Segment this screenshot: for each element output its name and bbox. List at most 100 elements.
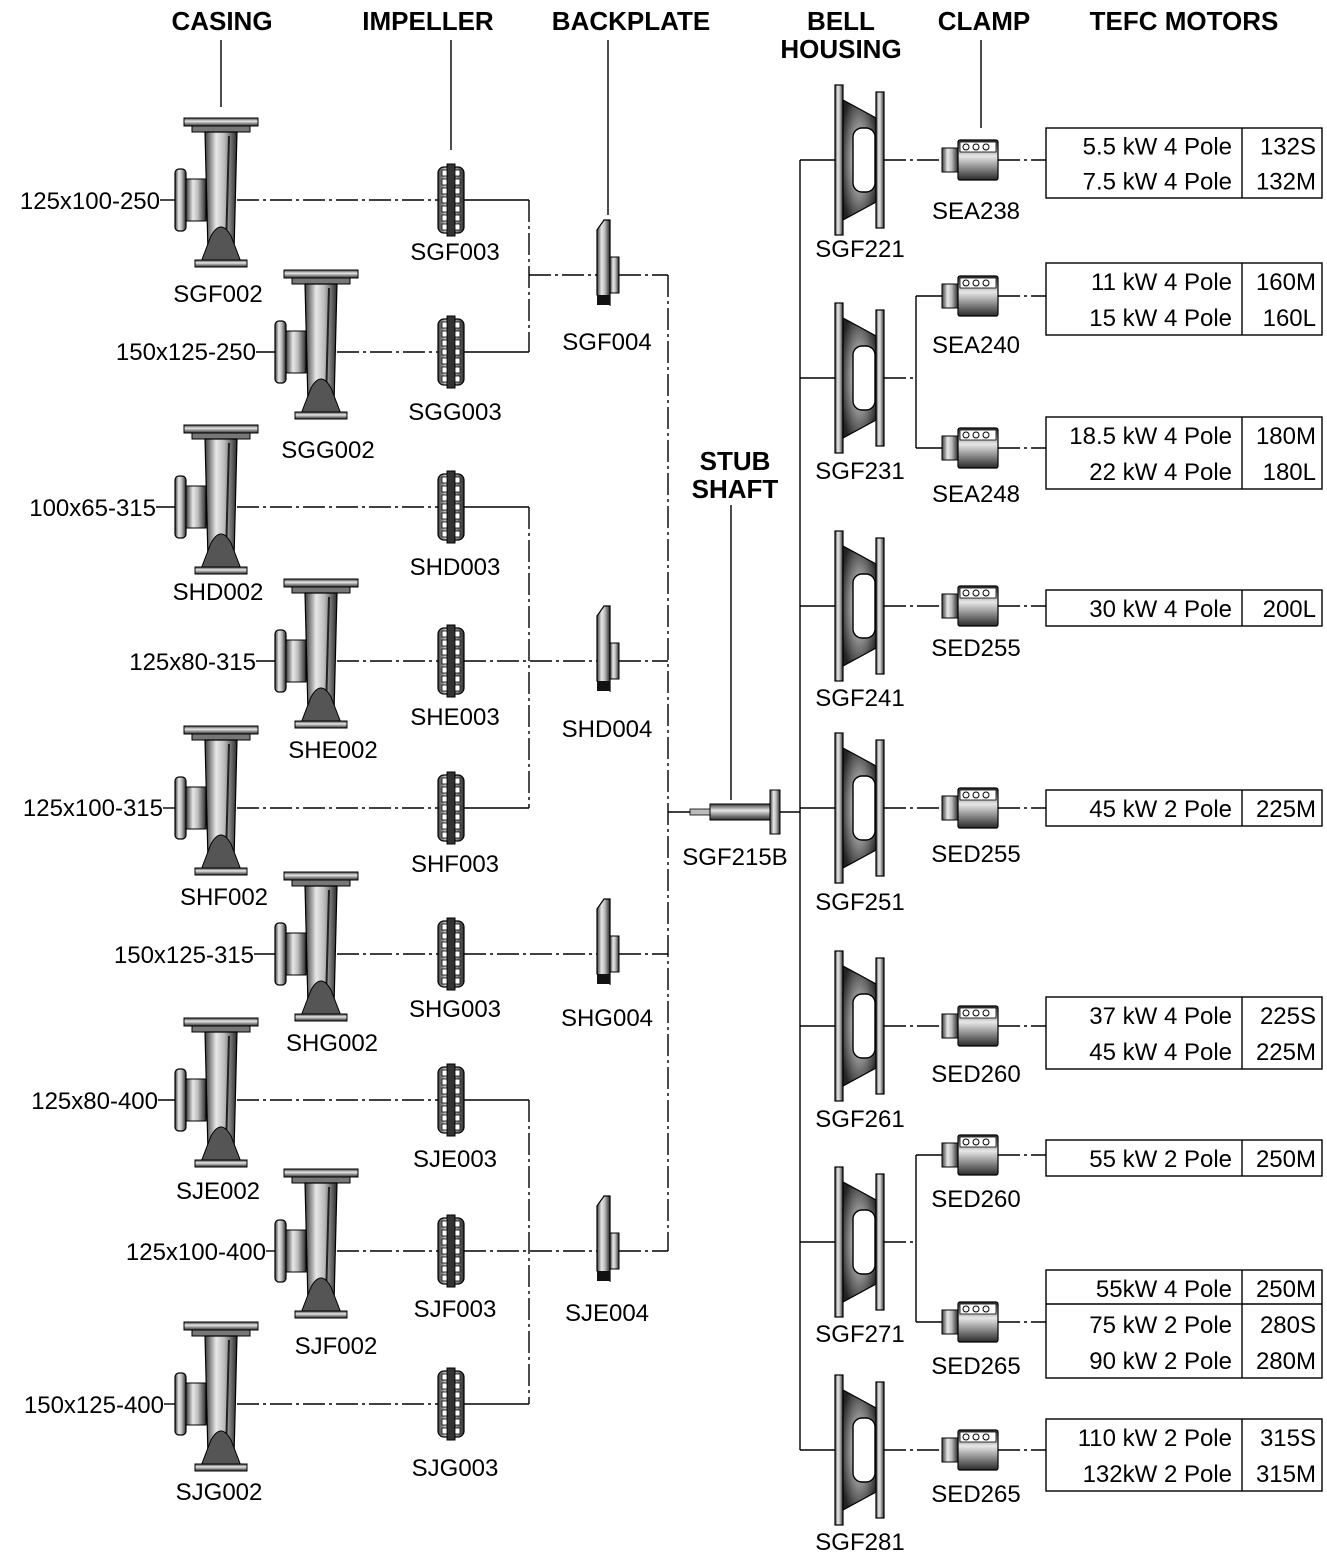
motor-frame: 315M xyxy=(1256,1461,1316,1488)
clamp-sea248 xyxy=(941,427,999,469)
bell-housing-code-label: SGF251 xyxy=(815,889,904,916)
bell-housing-sgf261 xyxy=(834,950,885,1102)
motor-power: 22 kW 4 Pole xyxy=(1089,459,1232,486)
casing-sjf002 xyxy=(274,1168,359,1319)
motor-frame: 315S xyxy=(1260,1425,1316,1452)
header-clamp: CLAMP xyxy=(938,6,1030,36)
casing-code-label: SGG002 xyxy=(281,437,374,464)
impeller-sgg003 xyxy=(437,315,465,389)
clamp-code-label: SED265 xyxy=(931,1353,1020,1380)
motor-power: 55kW 4 Pole xyxy=(1096,1276,1232,1303)
casing-size-label: 125x80-315 xyxy=(129,649,256,676)
motor-frame: 180M xyxy=(1256,423,1316,450)
impeller-code-label: SHF003 xyxy=(411,851,499,878)
bell-housing-code-label: SGF281 xyxy=(815,1529,904,1555)
casing-size-label: 150x125-315 xyxy=(114,942,254,969)
clamp-code-label: SEA248 xyxy=(932,481,1020,508)
impeller-sjf003 xyxy=(437,1214,465,1288)
backplate-sje004 xyxy=(596,1195,620,1283)
bell-housing-code-label: SGF261 xyxy=(815,1106,904,1133)
impeller-code-label: SJG003 xyxy=(412,1455,499,1482)
casing-code-label: SHE002 xyxy=(288,737,377,764)
motor-frame: 250M xyxy=(1256,1276,1316,1303)
clamp-sed255 xyxy=(941,787,999,829)
bell-housing-sgf241 xyxy=(834,530,885,682)
casing-code-label: SJF002 xyxy=(295,1333,378,1360)
impeller-code-label: SHD003 xyxy=(410,554,501,581)
motor-frame: 160M xyxy=(1256,269,1316,296)
casing-size-label: 100x65-315 xyxy=(29,495,156,522)
motor-box-frame xyxy=(1045,996,1323,1070)
casing-size-label: 125x100-250 xyxy=(20,188,160,215)
motor-frame: 225S xyxy=(1260,1003,1316,1030)
motor-box-frame xyxy=(1045,127,1323,199)
stub-shaft-label: SGF215B xyxy=(682,844,787,871)
motor-power: 11 kW 4 Pole xyxy=(1091,269,1232,296)
casing-shd002 xyxy=(174,424,259,575)
clamp-code-label: SED265 xyxy=(931,1481,1020,1508)
motor-box-frame xyxy=(1045,1418,1323,1492)
backplate-shg004 xyxy=(596,898,620,986)
casing-shf002 xyxy=(174,725,259,876)
bell-housing-code-label: SGF241 xyxy=(815,685,904,712)
bell-housing-code-label: SGF231 xyxy=(815,458,904,485)
header-housing: HOUSING xyxy=(780,34,901,64)
casing-code-label: SHG002 xyxy=(286,1030,378,1057)
bell-housing-sgf221 xyxy=(834,84,885,236)
motor-power: 18.5 kW 4 Pole xyxy=(1069,423,1232,450)
motor-power: 90 kW 2 Pole xyxy=(1089,1348,1232,1375)
casing-code-label: SHD002 xyxy=(173,579,264,606)
header-shaft: SHAFT xyxy=(692,474,779,504)
clamp-sea238 xyxy=(941,139,999,181)
header-bell: BELL xyxy=(807,6,875,36)
motor-power: 15 kW 4 Pole xyxy=(1089,305,1232,332)
header-stub: STUB xyxy=(700,446,771,476)
motor-box-frame xyxy=(1045,589,1323,627)
clamp-code-label: SED255 xyxy=(931,635,1020,662)
motor-power: 45 kW 4 Pole xyxy=(1089,1039,1232,1066)
connection-lines xyxy=(156,159,1046,1451)
casing-code-label: SJE002 xyxy=(176,1178,260,1205)
bell-housing-sgf251 xyxy=(834,732,885,884)
motor-power: 37 kW 4 Pole xyxy=(1089,1003,1232,1030)
motor-frame: 132S xyxy=(1260,134,1316,161)
clamp-code-label: SED255 xyxy=(931,841,1020,868)
impeller-sgf003 xyxy=(437,163,465,237)
clamp-code-label: SED260 xyxy=(931,1186,1020,1213)
impeller-sje003 xyxy=(437,1063,465,1137)
motor-power: 75 kW 2 Pole xyxy=(1089,1312,1232,1339)
motor-power: 55 kW 2 Pole xyxy=(1089,1146,1232,1173)
header-impeller: IMPELLER xyxy=(362,6,494,36)
impeller-she003 xyxy=(437,624,465,698)
bell-housing-sgf281 xyxy=(834,1374,885,1526)
motor-box-frame xyxy=(1045,416,1323,490)
motor-power: 110 kW 2 Pole xyxy=(1078,1425,1232,1452)
bell-housing-sgf231 xyxy=(834,302,885,454)
clamp-sea240 xyxy=(941,275,999,317)
impeller-code-label: SHE003 xyxy=(410,704,499,731)
motor-box-frame xyxy=(1045,1139,1323,1177)
header-casing: CASING xyxy=(171,6,272,36)
impeller-code-label: SGG003 xyxy=(408,399,501,426)
stub-shaft-sgf215b xyxy=(689,789,781,835)
motor-frame: 132M xyxy=(1256,169,1316,196)
backplate-shd004 xyxy=(596,605,620,693)
casing-size-label: 125x100-315 xyxy=(23,795,163,822)
casing-sjg002 xyxy=(174,1321,259,1472)
motor-frame: 280M xyxy=(1256,1348,1316,1375)
clamp-sed260 xyxy=(941,1005,999,1047)
motor-frame: 225M xyxy=(1256,796,1316,823)
backplate-code-label: SHG004 xyxy=(561,1005,653,1032)
motor-power: 132kW 2 Pole xyxy=(1083,1461,1232,1488)
clamp-sed265 xyxy=(941,1429,999,1471)
casing-shg002 xyxy=(274,871,359,1022)
